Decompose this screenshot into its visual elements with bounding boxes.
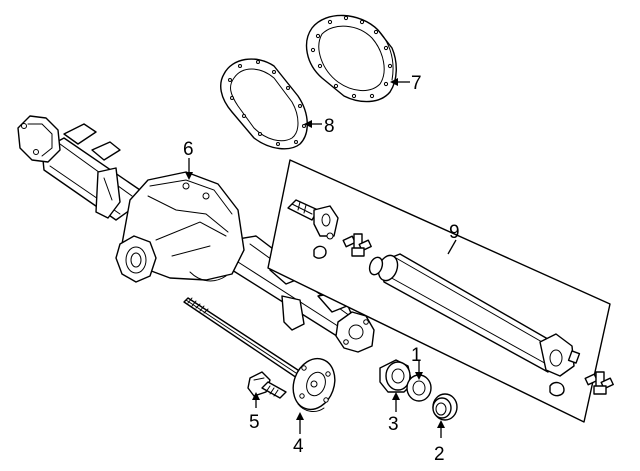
- callout-3: 3: [388, 414, 399, 435]
- callout-9: 9: [449, 222, 460, 243]
- hub-bolt: [247, 371, 287, 399]
- callout-2: 2: [434, 444, 445, 465]
- callout-4: 4: [293, 436, 304, 457]
- callout-labels: 1 2 3 4 5 6 7 8 9: [183, 73, 460, 465]
- callout-6: 6: [183, 139, 194, 160]
- callout-7: 7: [411, 73, 422, 94]
- leader-lines: [185, 78, 457, 438]
- callout-5: 5: [249, 412, 260, 433]
- pinion-seal: [432, 393, 458, 421]
- axle-housing: [17, 115, 375, 353]
- universal-joint-rear: [584, 371, 614, 395]
- universal-joint-front: [342, 233, 372, 257]
- drive-shaft-assembly: [267, 159, 614, 423]
- callout-1: 1: [411, 345, 422, 366]
- callout-8: 8: [324, 116, 335, 137]
- axle-shaft: [183, 297, 336, 412]
- differential-cover: [305, 14, 397, 103]
- cover-gasket: [220, 58, 308, 150]
